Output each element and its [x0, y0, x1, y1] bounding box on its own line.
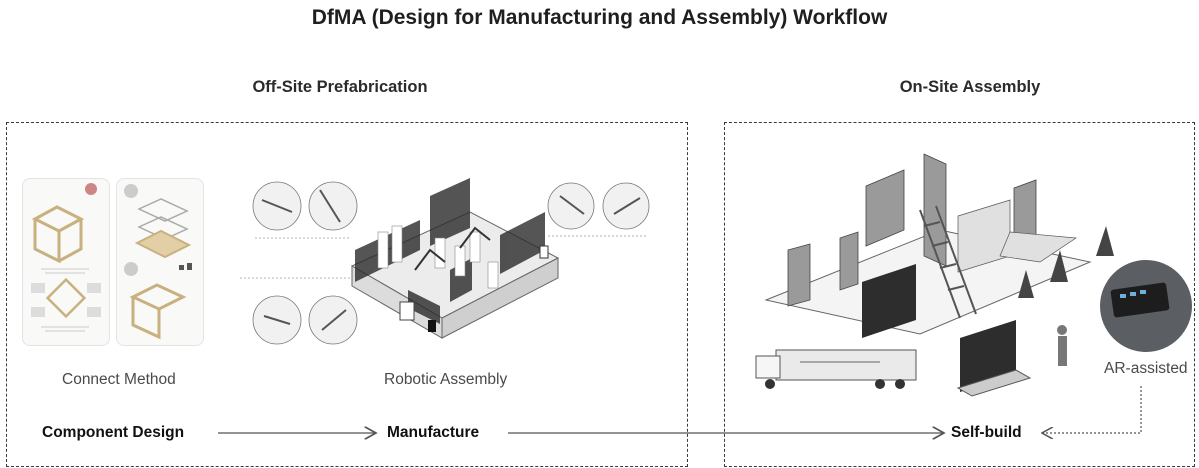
diagram-title: DfMA (Design for Manufacturing and Assem… — [311, 6, 888, 29]
offsite-heading: Off-Site Prefabrication — [252, 78, 428, 96]
step-self-build: Self-build — [951, 424, 1022, 441]
connect-method-card-1 — [22, 178, 110, 346]
connect-method-card-2 — [116, 178, 204, 346]
onsite-heading: On-Site Assembly — [899, 78, 1041, 96]
connect-method-illustration-1 — [31, 183, 101, 332]
offsite-prefabrication-box — [6, 122, 688, 467]
arrow-ar-to-selfbuild — [1042, 386, 1142, 433]
onsite-assembly-box — [724, 122, 1195, 467]
step-manufacture: Manufacture — [387, 424, 480, 441]
step-component-design: Component Design — [42, 424, 185, 441]
robotic-assembly-caption: Robotic Assembly — [384, 371, 508, 388]
connect-method-illustration-2 — [124, 184, 192, 340]
ar-assisted-caption: AR-assisted — [1104, 360, 1188, 377]
connect-method-caption: Connect Method — [62, 371, 176, 388]
